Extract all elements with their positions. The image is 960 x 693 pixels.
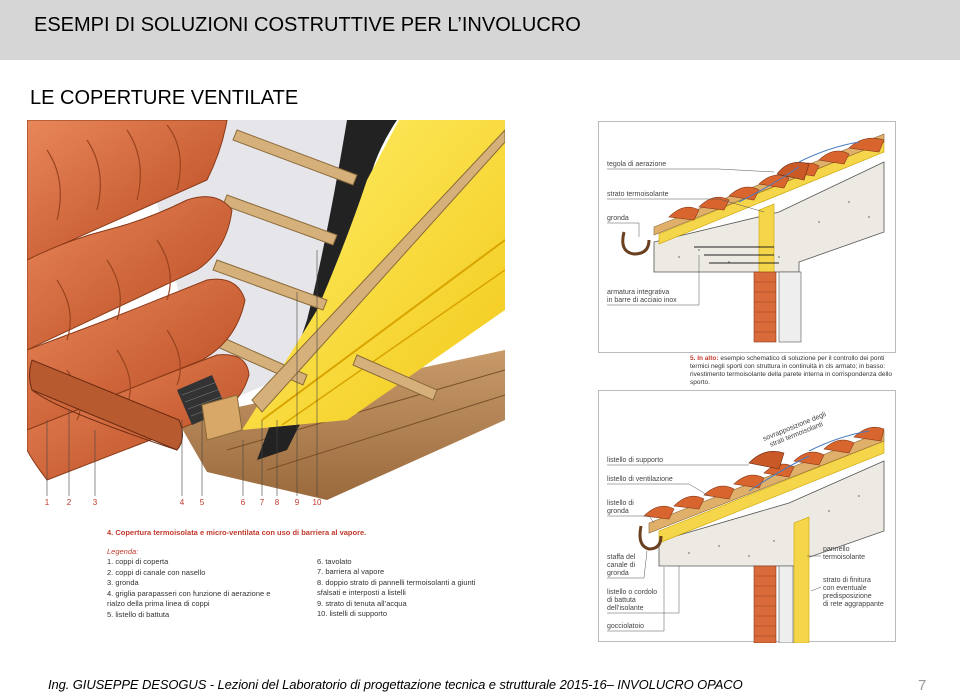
- callout-numbers: 1 2 3 4 5 6 7 8 9 10: [45, 498, 322, 507]
- label: listello di: [607, 500, 634, 507]
- legend-item: 5. listello di battuta: [107, 609, 170, 619]
- slide-subtitle: LE COPERTURE VENTILATE: [30, 87, 299, 109]
- legend-item: 10. listelli di supporto: [317, 609, 388, 618]
- roof-illustration: 1 2 3 4 5 6 7 8 9 10 4. Copertura termoisolata…: [26, 119, 506, 642]
- label: strato di finitura: [823, 577, 871, 584]
- labels-right: pannello termoisolante strato di finitur…: [823, 546, 884, 608]
- label: strato termoisolante: [607, 191, 669, 198]
- svg-text:4: 4: [180, 498, 185, 507]
- figure-5-caption: 5. In alto: esempio schematico di soluzi…: [690, 355, 900, 387]
- gutter: [638, 525, 663, 551]
- caption-lead: 5. In alto:: [690, 355, 719, 362]
- brick-wall: [753, 565, 777, 644]
- svg-text:1: 1: [45, 498, 50, 507]
- footer-text: Ing. GIUSEPPE DESOGUS - Lezioni del Labo…: [48, 677, 743, 692]
- eave-drawing-bottom: sovrapposizione degli strati termoisolan…: [607, 411, 885, 644]
- legend-title: Legenda:: [107, 546, 139, 556]
- label: predisposizione: [823, 593, 872, 600]
- label: gronda: [607, 570, 629, 577]
- label: con eventuale: [823, 585, 867, 592]
- legend-item: 7. barriera al vapore: [317, 567, 385, 576]
- legend-item: 9. strato di tenuta all’acqua: [317, 598, 407, 608]
- svg-text:8: 8: [275, 498, 280, 507]
- slide-title: ESEMPI DI SOLUZIONI COSTRUTTIVE PER L’IN…: [34, 14, 581, 36]
- label: in barre di acciaio inox: [607, 297, 677, 304]
- label: listello di ventilazione: [607, 476, 673, 483]
- svg-text:9: 9: [295, 498, 300, 507]
- legend-item: 1. coppi di coperta: [107, 557, 169, 566]
- svg-text:7: 7: [260, 498, 265, 507]
- label: listello o cordolo: [607, 589, 657, 596]
- brick-wall: [753, 271, 802, 343]
- label: gocciolatoio: [607, 623, 644, 630]
- label: armatura integrativa: [607, 289, 669, 296]
- legend-block: 4. Copertura termoisolata e micro-ventil…: [107, 528, 502, 620]
- label: termoisolante: [823, 554, 865, 561]
- label: listello di supporto: [607, 457, 663, 464]
- label: gronda: [607, 215, 629, 222]
- label: di rete aggrappante: [823, 601, 884, 608]
- labels-left: listello di supporto listello di ventila…: [607, 457, 673, 630]
- label: dell’isolante: [607, 605, 644, 612]
- label: gronda: [607, 508, 629, 515]
- legend-item: 3. gronda: [107, 578, 139, 587]
- figure-caption: 4. Copertura termoisolata e micro-ventil…: [107, 528, 367, 537]
- caption-text: esempio schematico di soluzione per il c…: [690, 355, 892, 386]
- label: staffa del: [607, 554, 636, 561]
- eave-section-top: tegola di aerazione strato termoisolante…: [598, 121, 896, 353]
- legend-item: 8. doppio strato di pannelli termoisolan…: [317, 577, 476, 587]
- labels: tegola di aerazione strato termoisolante…: [607, 161, 677, 304]
- svg-text:2: 2: [67, 498, 72, 507]
- title-bar: [0, 0, 960, 60]
- legend-item: 2. coppi di canale con nasello: [107, 567, 206, 577]
- svg-text:3: 3: [93, 498, 98, 507]
- label: tegola di aerazione: [607, 161, 666, 168]
- label: di battuta: [607, 597, 636, 604]
- legend-item: 4. griglia parapasseri con funzione di a…: [107, 588, 271, 598]
- label: canale di: [607, 562, 635, 569]
- legend-item: 6. tavolato: [317, 556, 352, 566]
- legend-item: rialzo della prima linea di coppi: [107, 599, 210, 608]
- svg-text:10: 10: [313, 498, 322, 507]
- svg-text:6: 6: [241, 498, 246, 507]
- eave-drawing-top: tegola di aerazione strato termoisolante…: [607, 133, 885, 343]
- legend-item: sfalsati e interposti a listelli: [317, 588, 406, 597]
- page-number: 7: [918, 677, 927, 693]
- eave-section-bottom: sovrapposizione degli strati termoisolan…: [598, 390, 896, 644]
- label: pannello: [823, 546, 850, 553]
- gutter: [621, 231, 651, 256]
- roof-drawing: 1 2 3 4 5 6 7 8 9 10: [26, 119, 506, 507]
- svg-text:5: 5: [200, 498, 205, 507]
